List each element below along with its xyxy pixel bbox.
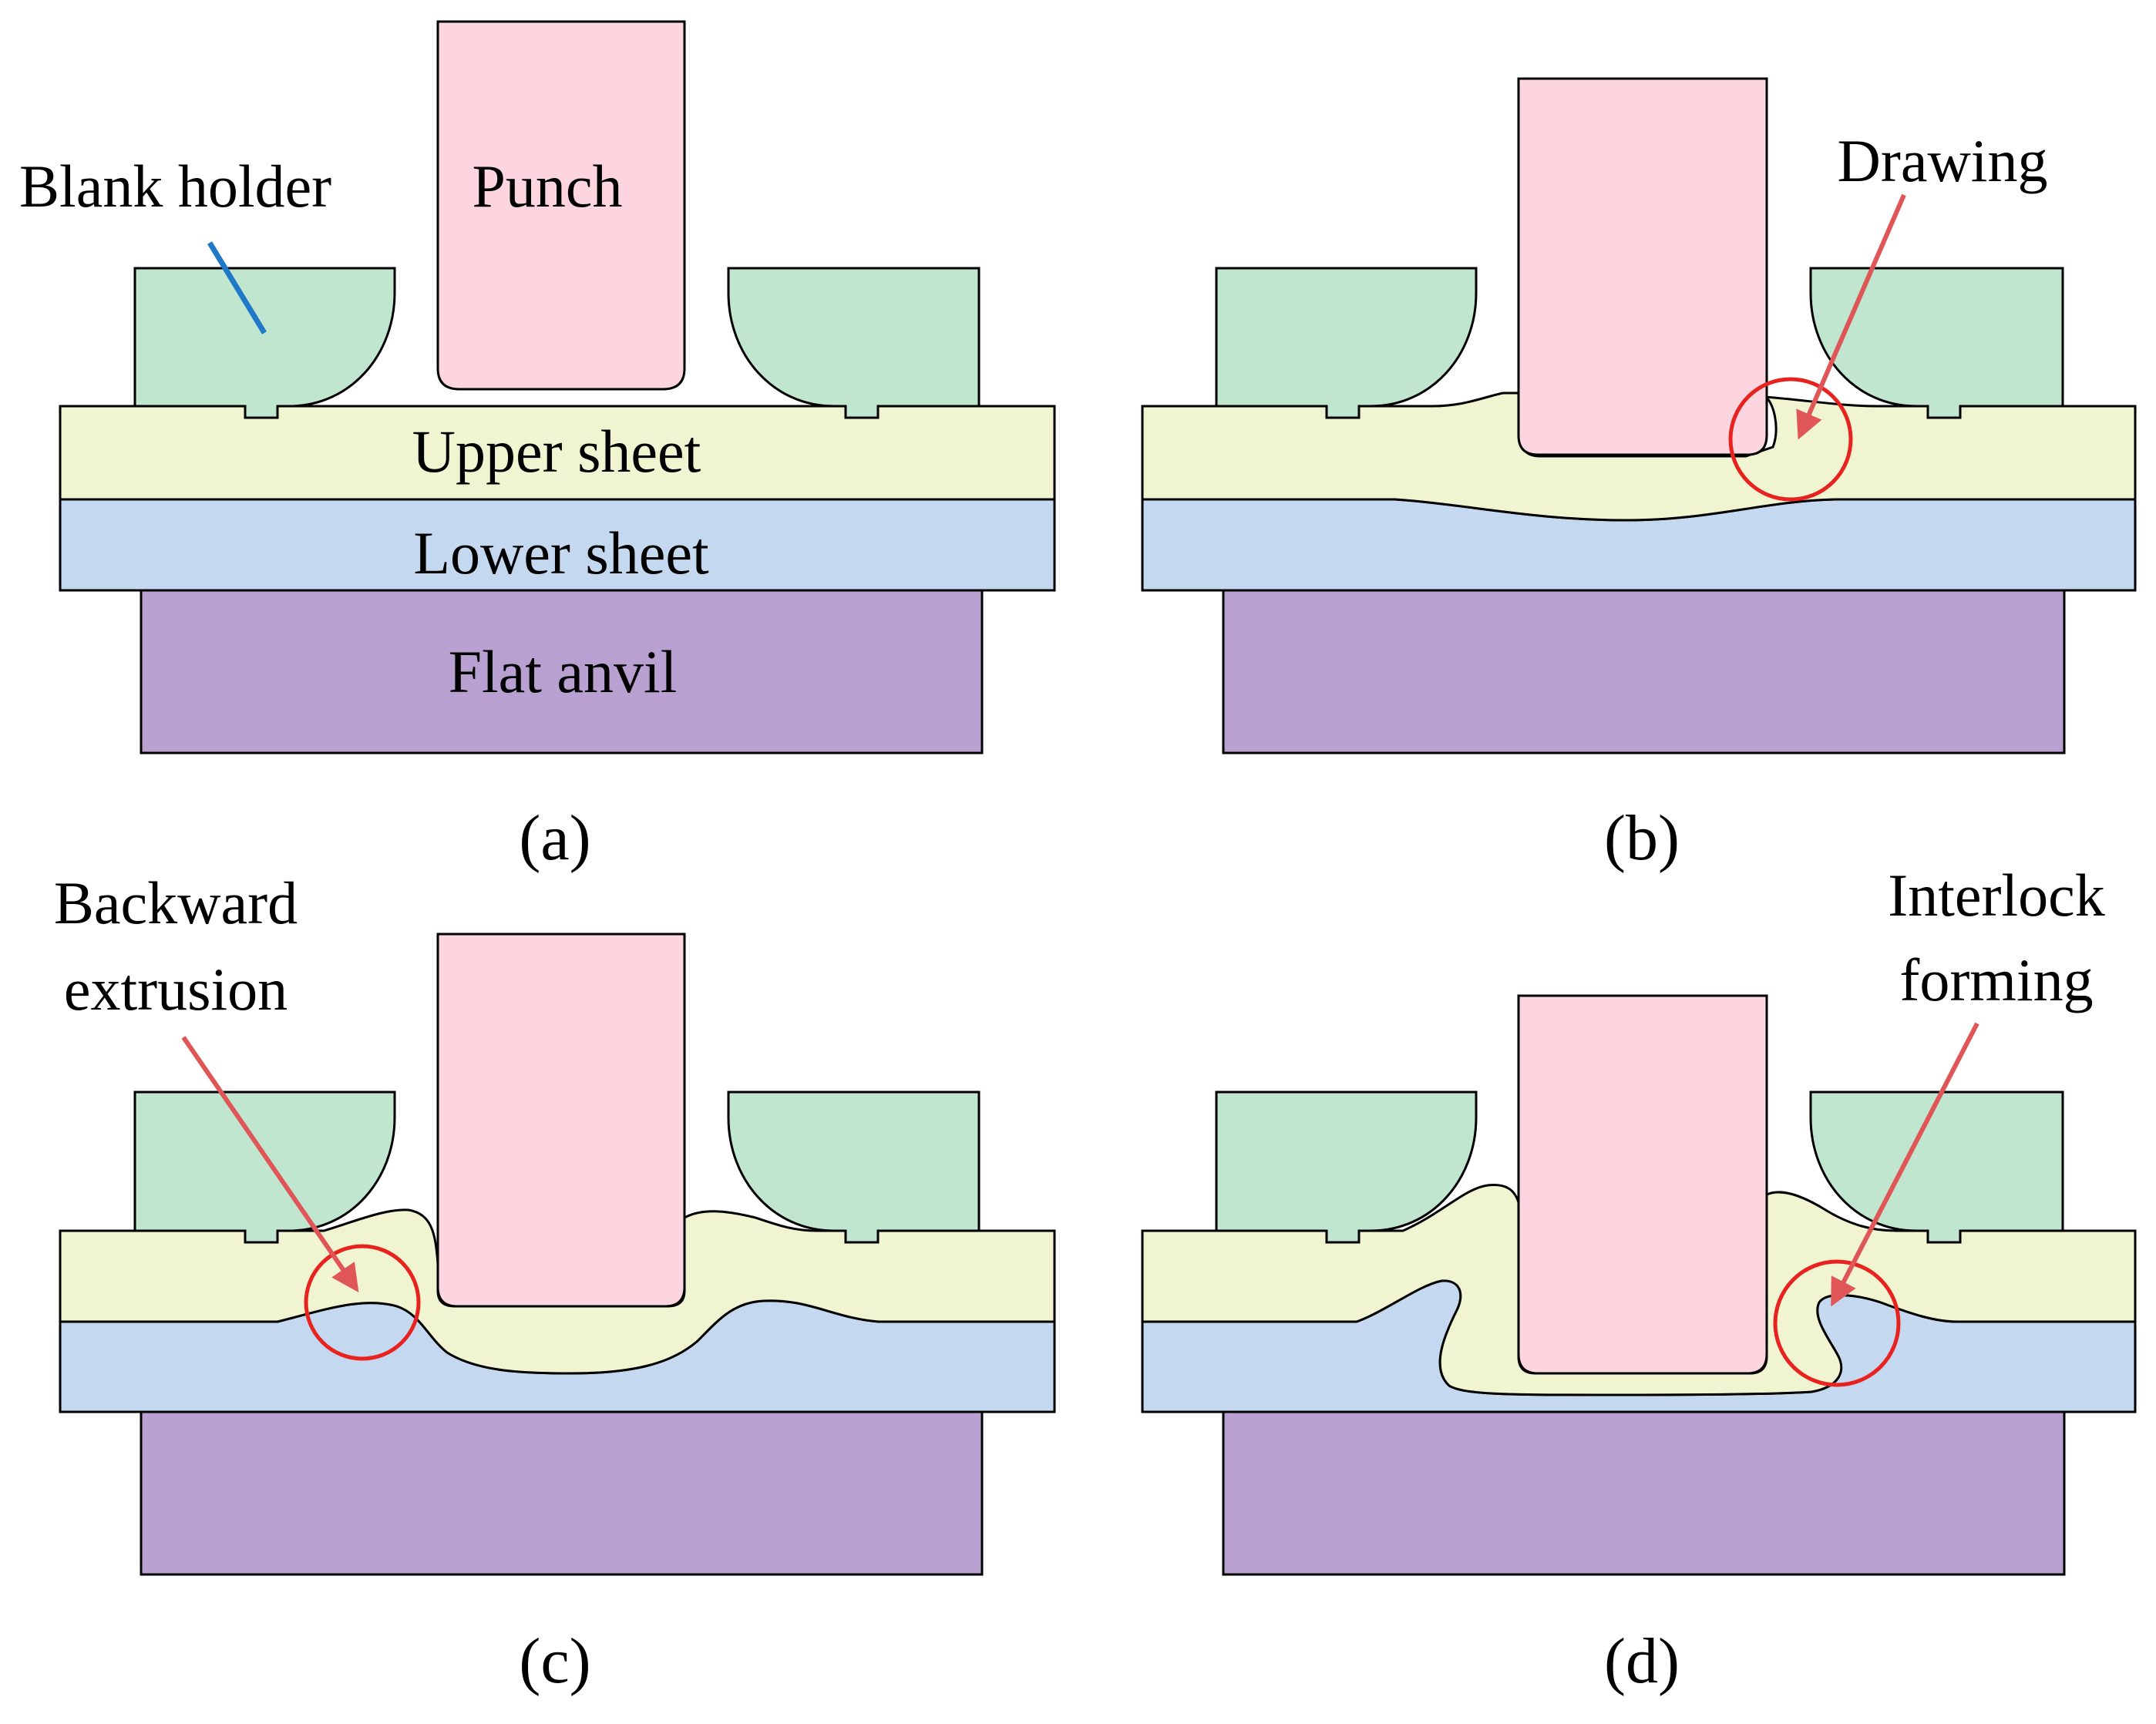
panel-d: Interlock forming (d) [1141, 862, 2137, 1697]
blank-holder-right [1809, 267, 2064, 419]
caption-c: (c) [519, 1625, 590, 1697]
flat-anvil [1222, 587, 2066, 754]
panel-c: Backward extrusion (c) [54, 869, 1056, 1697]
backward-extrusion-arrow [181, 1036, 359, 1292]
caption-b: (b) [1604, 802, 1680, 874]
label-drawing: Drawing [1838, 127, 2048, 194]
flat-anvil [140, 587, 984, 754]
label-punch: Punch [473, 153, 623, 220]
punch [436, 933, 686, 1308]
caption-a: (a) [519, 802, 590, 874]
label-lower-sheet: Lower sheet [413, 519, 709, 586]
blank-holder-left [1215, 267, 1478, 419]
panel-b: Drawing (b) [1141, 77, 2137, 874]
blank-holder-left [133, 267, 396, 419]
punch [1517, 994, 1768, 1375]
label-backward-line1: Backward [54, 869, 298, 936]
backward-extrusion-highlight-circle [304, 1244, 421, 1361]
label-upper-sheet: Upper sheet [412, 418, 701, 485]
interlock-highlight-circle [1773, 1259, 1901, 1387]
upper-sheet [59, 405, 1056, 501]
blank-holder-left [133, 1091, 396, 1244]
punch [1517, 77, 1768, 456]
interlock-arrow [1831, 1022, 1979, 1307]
panel-a: Blank holder Punch Upper sheet Lower she… [19, 20, 1056, 874]
blank-holder-pointer [207, 241, 267, 334]
blank-holder-right [727, 267, 980, 419]
label-interlock-line1: Interlock [1888, 862, 2105, 929]
caption-d: (d) [1604, 1625, 1680, 1697]
label-backward-line2: extrusion [64, 956, 288, 1023]
drawing-highlight-circle [1728, 377, 1853, 502]
label-blank-holder: Blank holder [19, 153, 331, 220]
label-interlock-line2: forming [1899, 946, 2093, 1013]
punch [436, 20, 686, 391]
flat-anvil [1222, 1409, 2066, 1576]
lower-sheet [59, 498, 1056, 592]
flat-anvil [140, 1409, 984, 1576]
drawing-arrow [1796, 193, 1906, 440]
blank-holder-left [1215, 1091, 1478, 1244]
label-flat-anvil: Flat anvil [449, 638, 678, 705]
blank-holder-right [727, 1091, 980, 1244]
blank-holder-right [1809, 1091, 2064, 1244]
